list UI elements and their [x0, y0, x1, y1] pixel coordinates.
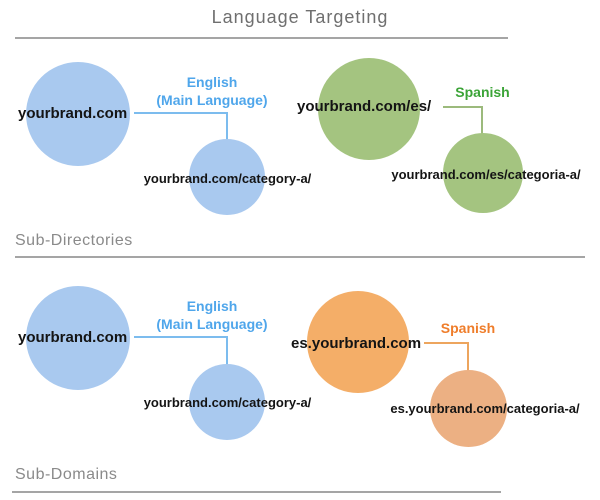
sub-page-label: es.yourbrand.com/categoria-a/ [390, 401, 580, 416]
main-domain-label: yourbrand.com/es/ [297, 98, 432, 115]
language-label: Spanish [440, 320, 496, 336]
language-label: English (Main Language) [138, 297, 286, 333]
sub-page-circle [189, 139, 265, 215]
language-label-line1: English [186, 298, 238, 314]
connector-line [443, 106, 483, 108]
connector-line [134, 112, 228, 114]
sub-page-circle [443, 133, 523, 213]
connector-line [134, 336, 228, 338]
section-divider [12, 491, 501, 493]
page-title: Language Targeting [211, 7, 389, 27]
sub-page-label: yourbrand.com/category-a/ [143, 395, 312, 410]
language-label: Spanish [455, 84, 510, 100]
main-site-circle [26, 286, 130, 390]
section-label-subdirectories: Sub-Directories [15, 232, 133, 249]
title-divider [15, 37, 508, 39]
sub-page-label: yourbrand.com/es/categoria-a/ [391, 167, 581, 182]
main-domain-label: es.yourbrand.com [291, 335, 422, 352]
language-label: English (Main Language) [138, 73, 286, 109]
main-domain-label: yourbrand.com [18, 329, 128, 346]
language-label-line2: (Main Language) [156, 316, 268, 332]
connector-line [226, 112, 228, 141]
main-site-circle [307, 291, 409, 393]
main-site-circle [26, 62, 130, 166]
main-site-circle [318, 58, 420, 160]
main-domain-label: yourbrand.com [18, 105, 128, 122]
sub-page-circle [189, 364, 265, 440]
sub-page-circle [430, 370, 507, 447]
language-label-line1: English [186, 74, 238, 90]
connector-line [226, 336, 228, 366]
section-divider [15, 256, 585, 258]
section-label-subdomains: Sub-Domains [15, 466, 118, 483]
language-label-line2: (Main Language) [156, 92, 268, 108]
connector-line [424, 342, 469, 344]
connector-line [481, 106, 483, 134]
sub-page-label: yourbrand.com/category-a/ [143, 171, 312, 186]
connector-line [467, 342, 469, 371]
